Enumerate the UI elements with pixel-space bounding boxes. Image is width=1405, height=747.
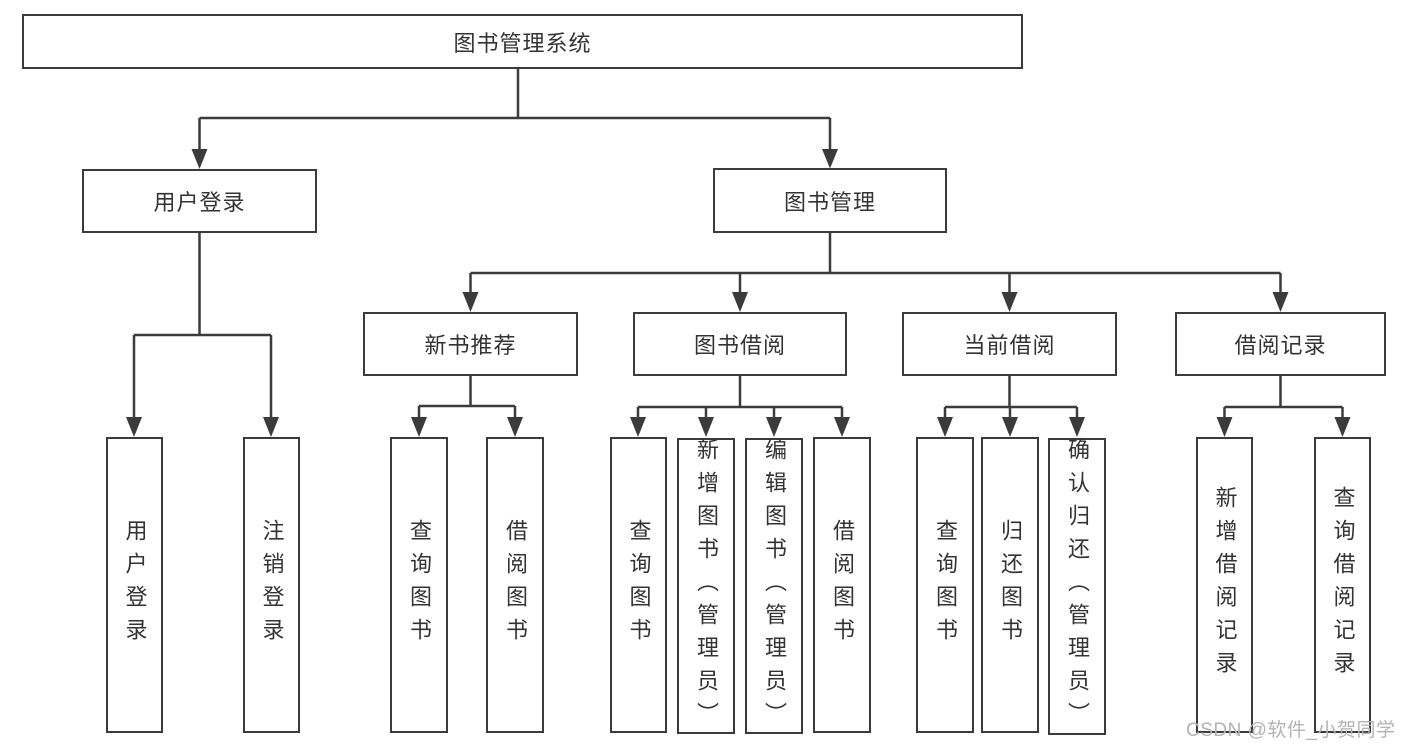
node-label: 图书借阅 (693, 333, 786, 358)
node-root: 图书管理系统 (22, 14, 1023, 69)
leaf-current-confirm-return-admin: 确认归还（管理员） (1048, 438, 1106, 735)
node-label: 确认归还（管理员） (1065, 438, 1090, 735)
leaf-borrow-query: 查询图书 (610, 437, 667, 733)
leaf-current-return: 归还图书 (981, 437, 1039, 733)
node-label: 查询图书 (626, 519, 652, 651)
leaf-logout: 注销登录 (243, 437, 300, 733)
connector-book-borrow-group (630, 376, 850, 437)
node-label: 用户登录 (122, 519, 148, 651)
node-current-borrow: 当前借阅 (902, 312, 1117, 376)
leaf-newbooks-query: 查询图书 (390, 437, 448, 733)
leaf-records-add: 新增借阅记录 (1196, 437, 1253, 733)
node-label: 新增借阅记录 (1212, 486, 1238, 684)
csdn-watermark: CSDN @软件_小贺同学 (1186, 720, 1396, 741)
node-user-login: 用户登录 (82, 169, 317, 233)
node-label: 新增图书（管理员） (694, 437, 719, 735)
node-label: 图书管理系统 (453, 30, 592, 56)
node-new-book-recommend: 新书推荐 (363, 312, 578, 376)
node-label: 查询借阅记录 (1330, 486, 1356, 684)
connector-user-login-group (126, 232, 279, 437)
node-label: 借阅图书 (503, 519, 528, 651)
node-label: 用户登录 (153, 190, 246, 215)
node-label: 借阅图书 (830, 519, 855, 651)
leaf-borrow-borrow: 借阅图书 (813, 437, 871, 733)
connector-root-to-level1 (191, 68, 838, 169)
connector-book-management-to-level2 (462, 233, 1289, 312)
connector-current-borrow-group (937, 376, 1085, 437)
connector-new-books-group (411, 376, 523, 437)
node-label: 当前借阅 (963, 333, 1056, 358)
node-borrow-records: 借阅记录 (1175, 312, 1386, 376)
node-label: 新书推荐 (424, 333, 517, 358)
leaf-current-query: 查询图书 (916, 437, 974, 733)
connector-borrow-records-group (1216, 376, 1351, 437)
leaf-records-query: 查询借阅记录 (1314, 437, 1371, 733)
node-label: 查询图书 (933, 519, 958, 651)
node-label: 注销登录 (259, 519, 285, 651)
node-label: 编辑图书（管理员） (762, 437, 787, 735)
node-label: 借阅记录 (1234, 333, 1327, 358)
node-label: 查询图书 (407, 519, 432, 651)
leaf-user-login: 用户登录 (106, 437, 163, 733)
node-book-management: 图书管理 (713, 168, 947, 233)
node-label: 归还图书 (998, 519, 1023, 651)
leaf-borrow-add-admin: 新增图书（管理员） (677, 437, 735, 735)
node-book-borrow: 图书借阅 (633, 312, 847, 376)
leaf-borrow-edit-admin: 编辑图书（管理员） (745, 437, 803, 735)
node-label: 图书管理 (783, 189, 876, 215)
leaf-newbooks-borrow: 借阅图书 (486, 437, 544, 733)
